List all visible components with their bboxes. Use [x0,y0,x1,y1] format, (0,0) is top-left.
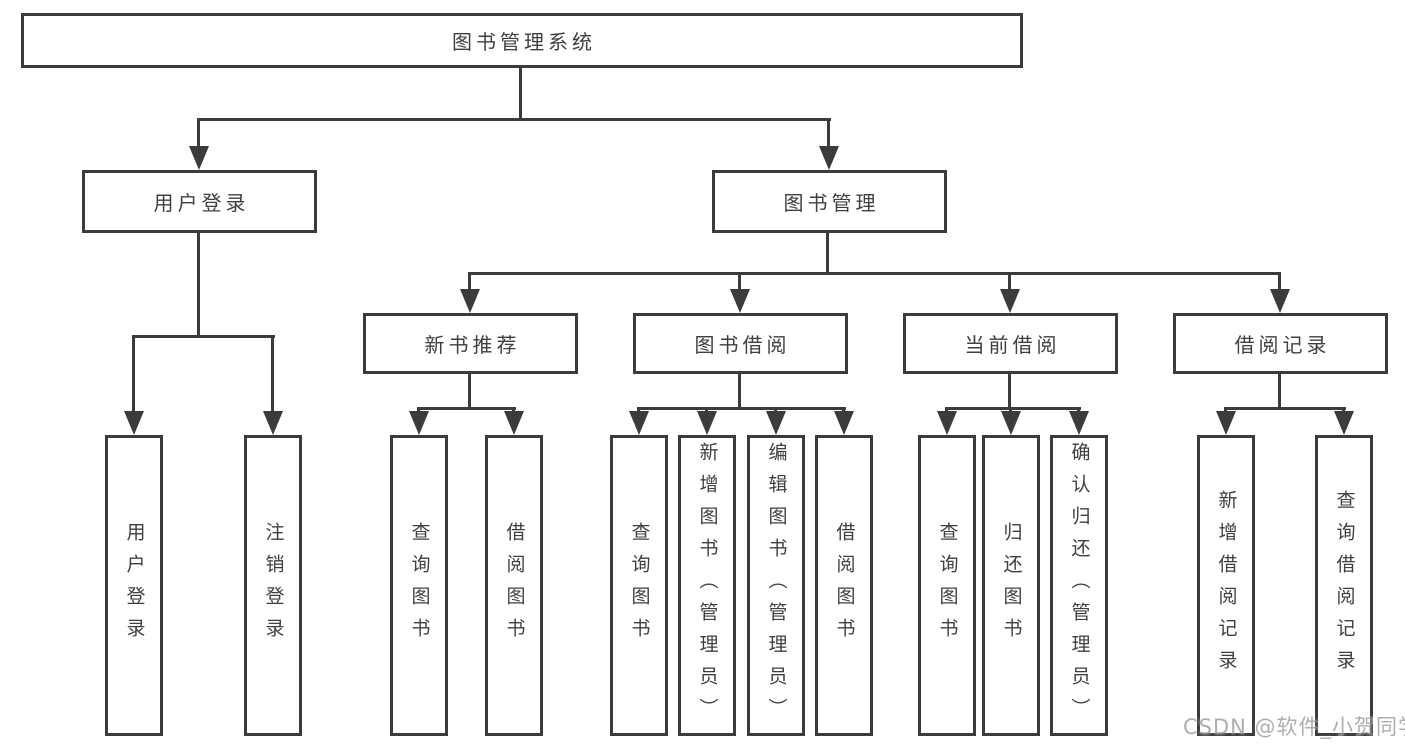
node-user-login-label: 用户登录 [153,191,250,215]
connector-drop-user-login [197,118,200,150]
connector-root-stem [519,68,522,118]
connector-borrow-record-stem [1278,374,1281,410]
connector-drop-book-borrow [738,272,741,290]
leaf-query-book-borrow-label: 查询图书 [628,521,651,650]
node-borrow-record-label: 借阅记录 [1234,333,1331,357]
arrow-down-icon [1001,411,1021,435]
connector-user-login-stem [197,233,200,338]
arrow-down-icon [1000,289,1020,313]
leaf-query-book-recommend: 查询图书 [390,435,448,736]
arrow-down-icon [409,411,429,435]
connector-book-management-stem [826,233,829,275]
connector-drop-current-borrow [1008,272,1011,290]
connector-current-borrow-bar [945,407,1081,410]
leaf-query-borrow-record: 查询借阅记录 [1315,435,1373,736]
node-current-borrow: 当前借阅 [903,313,1118,374]
leaf-add-book-admin: 新增图书（管理员） [678,435,736,736]
leaf-query-book-borrow: 查询图书 [610,435,668,736]
connector-borrow-record-bar [1224,407,1346,410]
arrow-down-icon [730,289,750,313]
connector-drop-leaf-user-login [132,335,135,415]
arrow-down-icon [1069,411,1089,435]
leaf-return-book-label: 归还图书 [1000,521,1023,650]
node-root: 图书管理系统 [21,13,1023,68]
node-book-borrow: 图书借阅 [633,313,848,374]
arrow-down-icon [460,289,480,313]
leaf-borrow-book-recommend: 借阅图书 [485,435,543,736]
connector-user-login-bar [132,335,275,338]
arrow-down-icon [937,411,957,435]
leaf-borrow-book-label: 借阅图书 [833,521,856,650]
node-current-borrow-label: 当前借阅 [964,333,1061,357]
leaf-logout-label: 注销登录 [262,521,285,650]
arrow-down-icon [697,411,717,435]
arrow-down-icon [124,411,144,435]
leaf-confirm-return-admin: 确认归还（管理员） [1050,435,1108,736]
connector-drop-new-book [468,272,471,290]
leaf-borrow-book-recommend-label: 借阅图书 [503,521,526,650]
leaf-confirm-return-admin-label: 确认归还（管理员） [1068,441,1091,730]
node-root-label: 图书管理系统 [452,30,596,54]
leaf-add-borrow-record-label: 新增借阅记录 [1215,489,1238,682]
arrow-down-icon [189,146,209,170]
node-new-book-recommend: 新书推荐 [363,313,578,374]
leaf-query-borrow-record-label: 查询借阅记录 [1333,489,1356,682]
connector-book-borrow-bar [637,407,846,410]
leaf-return-book: 归还图书 [982,435,1040,736]
leaf-user-login-label: 用户登录 [123,521,146,650]
node-new-book-recommend-label: 新书推荐 [424,333,521,357]
leaf-edit-book-admin: 编辑图书（管理员） [747,435,805,736]
node-book-borrow-label: 图书借阅 [694,333,791,357]
arrow-down-icon [1216,411,1236,435]
connector-new-book-bar [417,407,516,410]
leaf-query-book-current: 查询图书 [918,435,976,736]
leaf-add-borrow-record: 新增借阅记录 [1197,435,1255,736]
arrow-down-icon [819,146,839,170]
connector-book-borrow-stem [738,374,741,410]
arrow-down-icon [1270,289,1290,313]
node-borrow-record: 借阅记录 [1173,313,1388,374]
connector-level2-bar [197,118,831,121]
csdn-watermark: CSDN @软件_小贺同学 [1183,715,1405,739]
arrow-down-icon [834,411,854,435]
connector-new-book-stem [468,374,471,410]
leaf-edit-book-admin-label: 编辑图书（管理员） [765,441,788,730]
connector-drop-leaf-logout [271,335,274,415]
leaf-add-book-admin-label: 新增图书（管理员） [696,441,719,730]
node-book-management: 图书管理 [712,170,947,233]
leaf-user-login: 用户登录 [105,435,163,736]
leaf-query-book-current-label: 查询图书 [936,521,959,650]
node-book-management-label: 图书管理 [783,191,880,215]
arrow-down-icon [629,411,649,435]
connector-drop-book-management [827,118,830,150]
arrow-down-icon [263,411,283,435]
arrow-down-icon [1334,411,1354,435]
leaf-logout: 注销登录 [244,435,302,736]
connector-level3-bar [468,272,1281,275]
arrow-down-icon [766,411,786,435]
connector-current-borrow-stem [1008,374,1011,410]
leaf-query-book-recommend-label: 查询图书 [408,521,431,650]
node-user-login: 用户登录 [82,170,317,233]
leaf-borrow-book: 借阅图书 [815,435,873,736]
connector-drop-borrow-record [1278,272,1281,290]
arrow-down-icon [504,411,524,435]
